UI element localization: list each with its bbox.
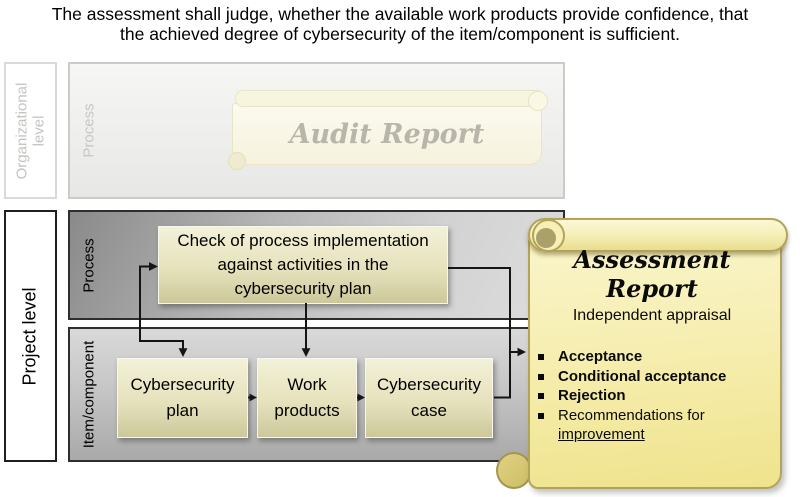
assessment-scroll-body bbox=[528, 236, 782, 489]
list-item-rejection: Rejection bbox=[538, 386, 768, 406]
list-item-conditional-acceptance: Conditional acceptance bbox=[538, 367, 768, 387]
list-item-recommendations: Recommendations for improvement bbox=[538, 406, 768, 445]
organizational-process-band: Process Audit Report bbox=[68, 62, 565, 199]
page-title-line1: The assessment shall judge, whether the … bbox=[51, 4, 749, 24]
audit-report-scroll-roll bbox=[235, 90, 545, 107]
project-level-text: Project level bbox=[20, 286, 41, 386]
assessment-report-title: Assessment Report bbox=[573, 245, 731, 303]
organizational-level-label: Organizational level bbox=[4, 62, 57, 199]
bullet-square-icon bbox=[538, 354, 544, 360]
organizational-process-band-text: Process bbox=[80, 103, 98, 158]
check-process-box: Check of process implementation against … bbox=[158, 226, 448, 304]
assessment-report-scroll: Assessment Report Independent appraisal … bbox=[496, 215, 796, 496]
assessment-scroll-bottom-curl-icon bbox=[496, 452, 532, 489]
assessment-scroll-roll bbox=[528, 218, 788, 252]
organizational-level-text: Organizational level bbox=[13, 82, 48, 179]
page-title: The assessment shall judge, whether the … bbox=[0, 4, 800, 44]
page-title-line2: the achieved degree of cybersecurity of … bbox=[120, 23, 680, 44]
project-process-band-label: Process bbox=[70, 212, 108, 318]
assessment-report-subtitle: Independent appraisal bbox=[572, 307, 732, 324]
audit-report-scroll-bottom-curl-icon bbox=[228, 152, 246, 170]
item-component-band-label: Item/component bbox=[70, 329, 108, 460]
audit-report-scroll-curl-icon bbox=[528, 91, 548, 111]
cybersecurity-case-box: Cybersecurity case bbox=[365, 358, 493, 438]
audit-report-title: Audit Report bbox=[289, 118, 485, 150]
work-products-box: Work products bbox=[257, 358, 357, 438]
project-process-band-text: Process bbox=[80, 237, 98, 293]
cybersecurity-plan-box: Cybersecurity plan bbox=[117, 358, 248, 438]
item-component-band: Item/component Cybersecurity plan Work p… bbox=[68, 327, 565, 462]
list-item-acceptance: Acceptance bbox=[538, 347, 768, 367]
assessment-scroll-curl-shadow bbox=[536, 228, 556, 248]
assessment-outcome-list: Acceptance Conditional acceptance Reject… bbox=[536, 347, 768, 445]
bullet-square-icon bbox=[538, 393, 544, 399]
project-level-label: Project level bbox=[4, 210, 57, 462]
bullet-square-icon bbox=[538, 373, 544, 380]
audit-report-scroll-body: Audit Report bbox=[232, 103, 542, 165]
project-process-band: Process Check of process implementation … bbox=[68, 210, 565, 320]
bullet-square-icon bbox=[538, 412, 544, 419]
improvement-underlined-text: improvement bbox=[558, 426, 645, 443]
organizational-process-band-label: Process bbox=[70, 64, 108, 197]
item-component-band-text: Item/component bbox=[80, 340, 98, 449]
check-process-box-text: Check of process implementation against … bbox=[177, 231, 429, 298]
assessment-report-content: Assessment Report Independent appraisal … bbox=[536, 245, 768, 445]
